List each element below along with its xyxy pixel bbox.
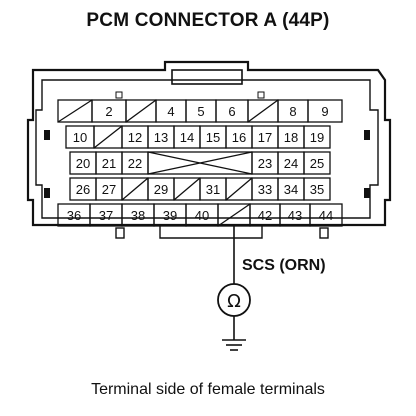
terminal-label: 24 — [284, 156, 298, 171]
terminal-label: 36 — [67, 208, 81, 223]
terminal-label: 2 — [105, 104, 112, 119]
terminal-row-1 — [57, 99, 343, 123]
connector-housing — [26, 60, 392, 227]
terminal-label: 19 — [310, 130, 324, 145]
connector-tab — [319, 227, 329, 239]
terminal-label: 6 — [228, 104, 235, 119]
terminal-label: 14 — [180, 130, 194, 145]
terminal-label: 20 — [76, 156, 90, 171]
terminal-label: 31 — [206, 182, 220, 197]
terminal-label: 15 — [206, 130, 220, 145]
terminal-label: 39 — [163, 208, 177, 223]
terminal-label: 27 — [102, 182, 116, 197]
terminal-label: 25 — [310, 156, 324, 171]
connector-key-left — [44, 130, 50, 140]
terminal-labels-row-5: 36 37 38 39 40 42 43 44 — [67, 208, 333, 223]
connector-notch — [115, 91, 123, 99]
terminal-labels-row-1: 2 4 5 6 8 9 — [105, 104, 328, 119]
terminal-label: 29 — [154, 182, 168, 197]
terminal-label: 17 — [258, 130, 272, 145]
connector-tab — [115, 227, 125, 239]
terminal-label: 16 — [232, 130, 246, 145]
terminal-label: 13 — [154, 130, 168, 145]
terminal-label: 34 — [284, 182, 298, 197]
terminal-label: 38 — [131, 208, 145, 223]
connector-key-left-lower — [44, 188, 50, 198]
ground-icon — [222, 339, 246, 351]
connector-key-right-lower — [364, 188, 370, 198]
terminal-label: 9 — [321, 104, 328, 119]
terminal-label: 40 — [195, 208, 209, 223]
connector-latch — [171, 69, 243, 85]
terminal-label: 22 — [128, 156, 142, 171]
terminal-label: 37 — [99, 208, 113, 223]
ohmmeter-icon: Ω — [217, 283, 251, 317]
terminal-35 — [303, 177, 331, 201]
terminal-9 — [307, 99, 343, 123]
terminal-labels-row-2: 10 12 13 14 15 16 17 18 19 — [73, 130, 324, 145]
terminal-label: 44 — [319, 208, 333, 223]
terminal-row-2 — [65, 125, 331, 149]
terminal-44 — [309, 203, 343, 227]
terminal-label: 26 — [76, 182, 90, 197]
terminal-labels-row-3: 20 21 22 23 24 25 — [76, 156, 324, 171]
terminal-label: 8 — [289, 104, 296, 119]
diagram-title: PCM CONNECTOR A (44P) — [86, 10, 330, 31]
ohm-symbol: Ω — [227, 291, 241, 312]
terminal-label: 35 — [310, 182, 324, 197]
terminal-25 — [303, 151, 331, 175]
terminal-label: 33 — [258, 182, 272, 197]
terminal-label: 23 — [258, 156, 272, 171]
terminal-label: 4 — [167, 104, 174, 119]
connector-bottom-guide — [159, 225, 263, 239]
terminal-label: 18 — [284, 130, 298, 145]
terminal-row-4 — [69, 177, 331, 201]
unused-cavity-cross — [147, 151, 253, 175]
terminal-label: 21 — [102, 156, 116, 171]
connector-inner-frame — [35, 79, 379, 219]
terminal-label: 43 — [288, 208, 302, 223]
terminal-labels-row-4: 26 27 29 31 33 34 35 — [76, 182, 324, 197]
terminal-label: 5 — [197, 104, 204, 119]
terminal-label: 42 — [258, 208, 272, 223]
terminal-row-3 — [69, 151, 331, 175]
terminal-label: 12 — [128, 130, 142, 145]
terminal-row-5 — [57, 203, 343, 227]
wire-label: SCS (ORN) — [242, 257, 326, 274]
diagram-caption: Terminal side of female terminals — [91, 381, 325, 398]
connector-key-right — [364, 130, 370, 140]
connector-notch — [257, 91, 265, 99]
terminal-19 — [303, 125, 331, 149]
terminal-label: 10 — [73, 130, 87, 145]
